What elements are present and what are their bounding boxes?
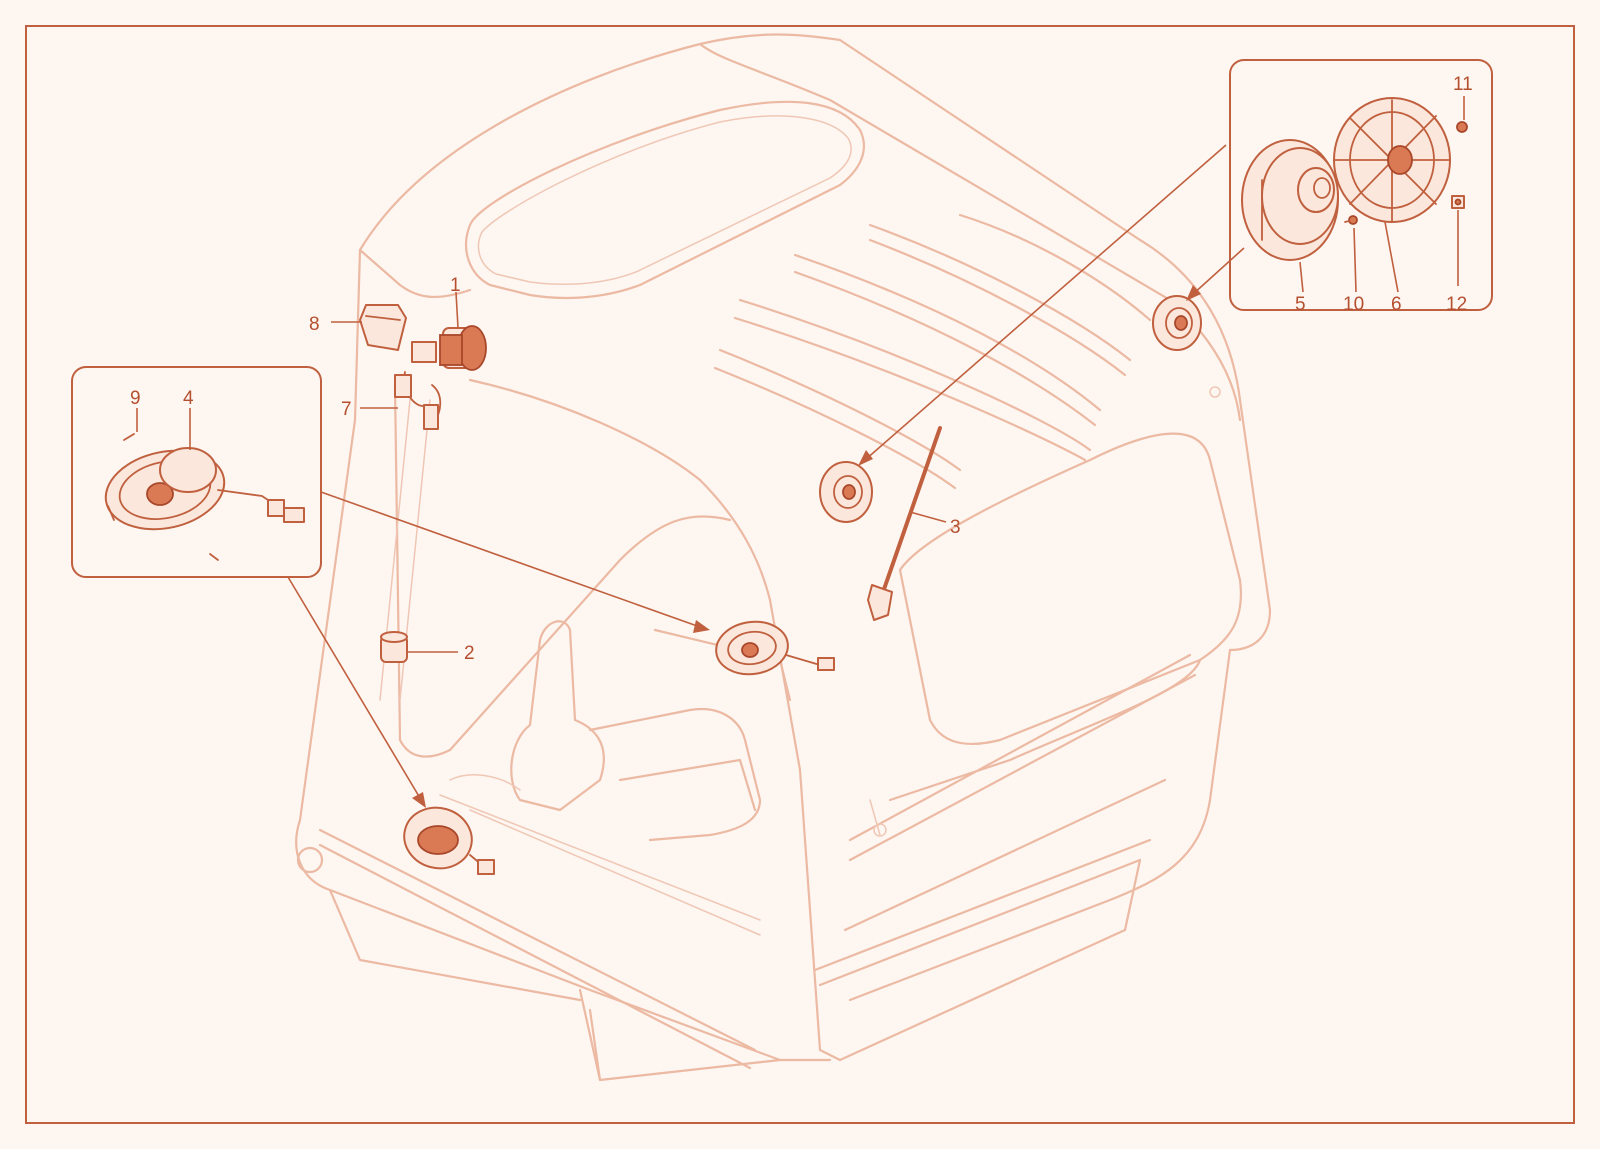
callout-6: 6 <box>1391 294 1402 315</box>
callout-10: 10 <box>1343 294 1364 315</box>
leader-lines <box>136 96 1465 808</box>
callout-5: 5 <box>1295 294 1306 315</box>
speaker-left-lower <box>403 806 495 875</box>
speaker-right-front <box>715 620 835 676</box>
callout-1: 1 <box>450 275 461 296</box>
part-2-cap <box>380 631 408 663</box>
part-1-power-socket <box>411 325 487 371</box>
diagram-frame <box>25 25 1575 1124</box>
part-7-harness <box>394 371 442 430</box>
callouts: 1 2 3 4 5 6 7 8 9 10 11 12 <box>130 74 1473 664</box>
callout-7: 7 <box>341 399 352 420</box>
callout-9: 9 <box>130 388 141 409</box>
cab-outline <box>295 33 1272 1082</box>
callout-3: 3 <box>950 517 961 538</box>
callout-11: 11 <box>1453 74 1473 95</box>
part-8-bracket <box>359 304 407 351</box>
roof-speaker-rear <box>1152 295 1202 351</box>
front-speaker-exploded <box>104 433 305 561</box>
callout-8: 8 <box>309 314 320 335</box>
callout-12: 12 <box>1446 294 1467 315</box>
rear-speaker-exploded <box>1241 97 1468 261</box>
callout-2: 2 <box>464 643 475 664</box>
roof-speaker-mid <box>819 461 873 523</box>
callout-4: 4 <box>183 388 194 409</box>
